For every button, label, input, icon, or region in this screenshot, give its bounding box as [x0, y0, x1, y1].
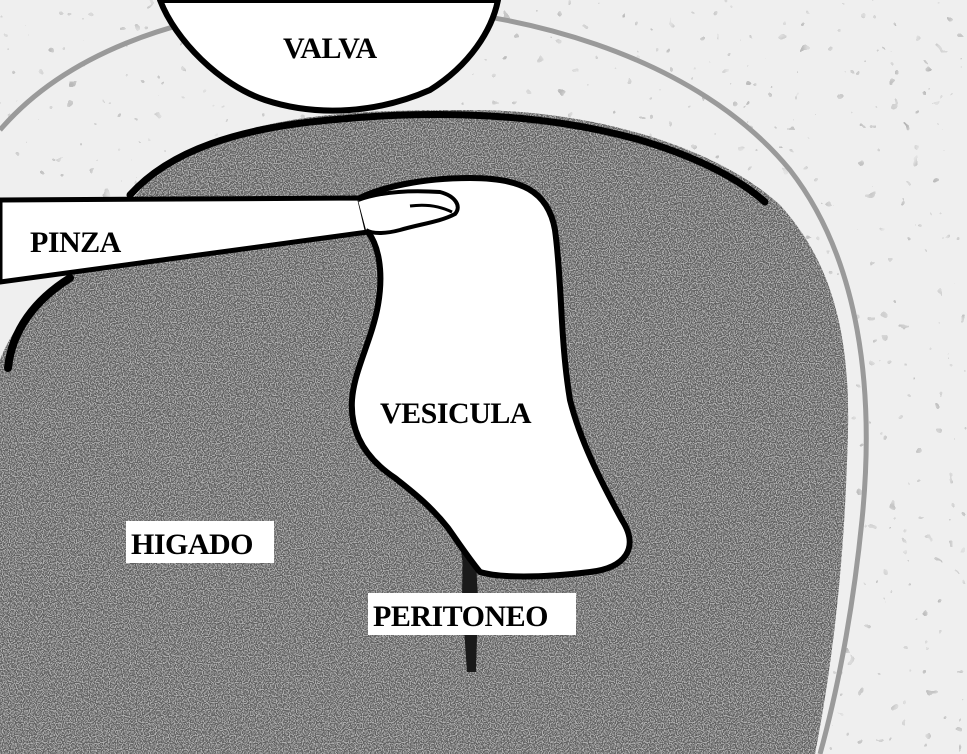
label-higado: HIGADO: [131, 528, 253, 561]
label-peritoneo: PERITONEO: [373, 600, 548, 633]
label-valva: VALVA: [283, 32, 378, 65]
label-vesicula: VESICULA: [380, 397, 532, 430]
label-pinza: PINZA: [30, 226, 122, 259]
